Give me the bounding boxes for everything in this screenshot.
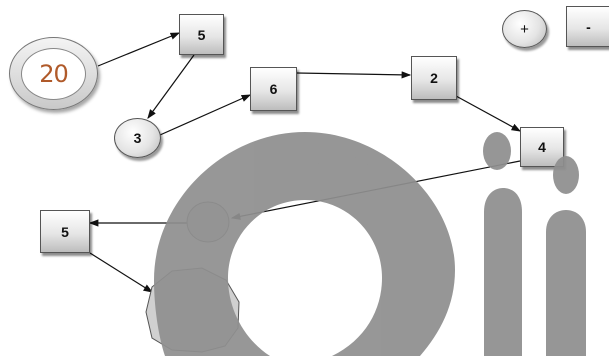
lower-polygon-node [145, 267, 240, 353]
edge-5-to-lower [89, 252, 154, 293]
node-box-4: 4 [520, 127, 564, 167]
edge-20-to-5 [97, 32, 181, 67]
start-value: 20 [21, 48, 86, 100]
edge-2-to-4 [455, 95, 522, 132]
node-box-5-left: 5 [40, 210, 90, 253]
node-box-2: 2 [411, 56, 457, 100]
node-box-6: 6 [250, 67, 297, 111]
hidden-circle-node [186, 201, 230, 243]
plus-button[interactable]: + [502, 10, 547, 48]
node-box-5-top: 5 [179, 14, 224, 55]
edge-5-to-3 [147, 54, 195, 119]
minus-button[interactable]: - [566, 6, 609, 47]
edge-3-to-6 [159, 94, 252, 136]
edge-6-to-2 [296, 71, 412, 79]
node-circle-3: 3 [114, 118, 161, 158]
